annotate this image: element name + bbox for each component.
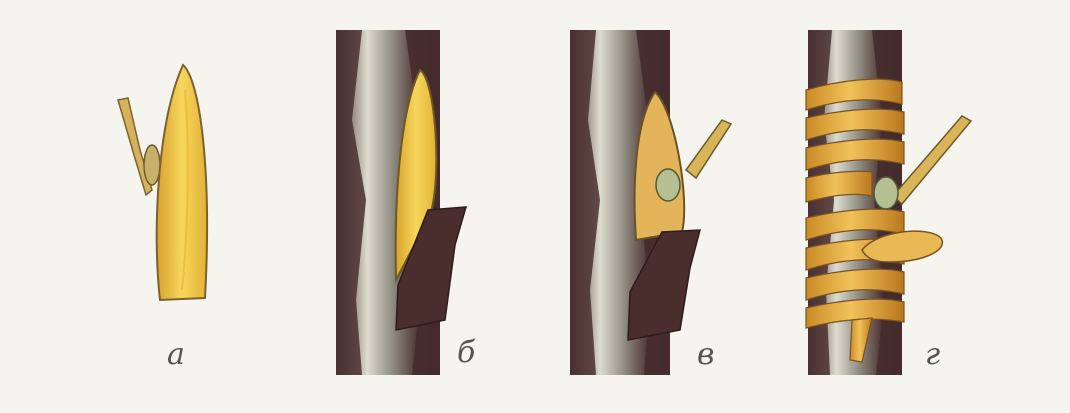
binding-tape (806, 79, 942, 362)
panel-v-rootstock (570, 30, 731, 375)
bud-v (656, 169, 680, 201)
panel-b-rootstock (336, 30, 466, 375)
scion-twig-v (686, 120, 731, 178)
bud-g (874, 177, 898, 209)
panel-a-scion (118, 65, 207, 300)
panel-label-g: г (925, 340, 940, 370)
panel-g-wrapped (806, 30, 971, 375)
scion-bud (144, 145, 160, 185)
panel-label-v: в (697, 340, 714, 370)
panel-label-a: а (167, 340, 185, 370)
scion-twig-g (893, 116, 971, 204)
panel-label-b: б (457, 338, 475, 368)
scion-wedge (157, 65, 207, 300)
